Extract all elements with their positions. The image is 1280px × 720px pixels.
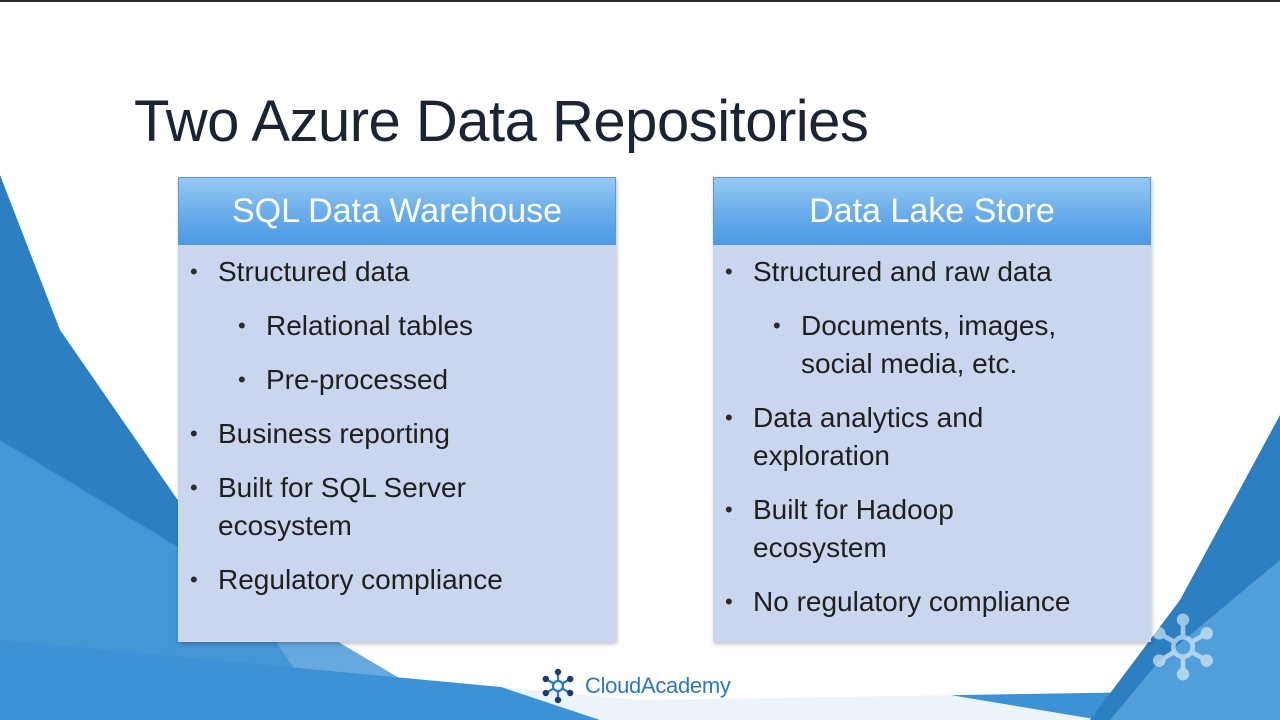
list-item: • Regulatory compliance bbox=[178, 561, 616, 599]
slide-title: Two Azure Data Repositories bbox=[134, 89, 869, 154]
card-body: • Structured data • Relational tables • … bbox=[178, 245, 616, 599]
list-item: • Data analytics and exploration bbox=[713, 399, 1151, 475]
sub-list-item: • Relational tables bbox=[178, 307, 616, 345]
bullet-icon: • bbox=[725, 497, 733, 522]
top-border bbox=[0, 0, 1280, 2]
sub-list-item: • Documents, images, social media, etc. bbox=[713, 307, 1151, 383]
list-item-text: Regulatory compliance bbox=[218, 564, 503, 595]
list-item-text: Business reporting bbox=[218, 418, 450, 449]
list-item: • No regulatory compliance bbox=[713, 583, 1151, 621]
bullet-icon: • bbox=[190, 421, 198, 446]
list-item: • Built for SQL Server ecosystem bbox=[178, 469, 616, 545]
bullet-icon: • bbox=[238, 313, 246, 338]
card-data-lake-store: Data Lake Store • Structured and raw dat… bbox=[713, 177, 1151, 642]
list-item-text: Built for SQL Server ecosystem bbox=[218, 472, 466, 541]
bullet-icon: • bbox=[238, 367, 246, 392]
list-item: • Structured data bbox=[178, 253, 616, 291]
list-item-text: Data analytics and exploration bbox=[753, 402, 984, 471]
bullet-icon: • bbox=[725, 405, 733, 430]
bg-left-light bbox=[0, 440, 470, 720]
brand-name: CloudAcademy bbox=[585, 673, 731, 698]
card-header: Data Lake Store bbox=[713, 177, 1151, 245]
card-header: SQL Data Warehouse bbox=[178, 177, 616, 245]
bullet-icon: • bbox=[190, 259, 198, 284]
bullet-icon: • bbox=[190, 567, 198, 592]
cloud-academy-logo: CloudAcademy bbox=[539, 666, 731, 706]
sub-list-item: • Pre-processed bbox=[178, 361, 616, 399]
list-item-text: Documents, images, social media, etc. bbox=[801, 310, 1057, 379]
list-item-text: Pre-processed bbox=[266, 364, 449, 395]
list-item-text: No regulatory compliance bbox=[753, 586, 1071, 617]
bullet-icon: • bbox=[725, 259, 733, 284]
cloud-academy-logo-icon bbox=[542, 668, 574, 704]
list-item: • Business reporting bbox=[178, 415, 616, 453]
bullet-icon: • bbox=[773, 313, 781, 338]
list-item: • Structured and raw data bbox=[713, 253, 1151, 291]
bullet-icon: • bbox=[725, 589, 733, 614]
list-item: • Built for Hadoop ecosystem bbox=[713, 491, 1151, 567]
bullet-icon: • bbox=[190, 475, 198, 500]
bg-bottom-white bbox=[420, 660, 1100, 720]
card-sql-data-warehouse: SQL Data Warehouse • Structured data • R… bbox=[178, 177, 616, 642]
watermark-logo-icon bbox=[1153, 613, 1213, 681]
list-item-text: Structured and raw data bbox=[753, 256, 1052, 287]
card-body: • Structured and raw data • Documents, i… bbox=[713, 245, 1151, 621]
list-item-text: Built for Hadoop ecosystem bbox=[753, 494, 954, 563]
list-item-text: Structured data bbox=[218, 256, 410, 287]
list-item-text: Relational tables bbox=[266, 310, 474, 341]
